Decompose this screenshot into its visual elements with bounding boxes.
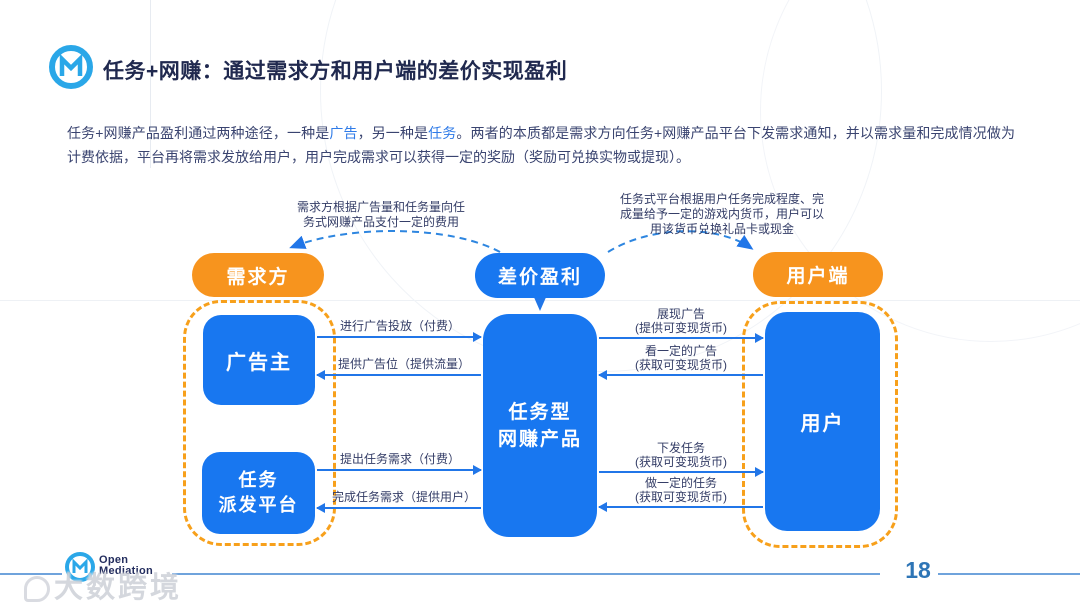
watermark-text: 大数跨境 bbox=[54, 572, 183, 604]
node-user: 用户 bbox=[765, 312, 880, 531]
pill-user-side: 用户端 bbox=[753, 252, 883, 297]
arrow-label-show-ads-main: 展现广告 bbox=[656, 307, 705, 321]
footer-brand-line2: Mediation bbox=[99, 565, 154, 577]
arrow-label-assign-tasks-sub: (获取可变现货币) bbox=[635, 455, 727, 469]
arrowhead-left-icon bbox=[598, 370, 607, 380]
arrow-ad-slot bbox=[316, 370, 481, 380]
arrow-label-watch-ads-sub: (获取可变现货币) bbox=[635, 358, 727, 372]
arrowhead-left-icon bbox=[316, 503, 325, 513]
arrowhead-right-icon bbox=[755, 333, 764, 343]
node-task-earning-product: 任务型 网赚产品 bbox=[483, 314, 597, 537]
footer-rule-center bbox=[172, 573, 880, 575]
arrow-label-show-ads-sub: (提供可变现货币) bbox=[635, 321, 727, 335]
footer-open-mediation-logo-icon bbox=[65, 552, 95, 582]
dashed-arrow-profit-to-demand bbox=[289, 230, 501, 253]
footer-brand-text: Open Mediation bbox=[99, 555, 153, 577]
annotation-left-line1: 需求方根据广告量和任务量向任 bbox=[296, 200, 466, 214]
annotation-right-line2: 成量给予一定的游戏内货币，用户可以 bbox=[619, 207, 825, 221]
arrow-label-task-complete: 完成任务需求（提供用户） bbox=[331, 490, 477, 504]
intro-keyword-ad: 广告 bbox=[329, 125, 358, 141]
footer-brand-line1: Open bbox=[99, 554, 129, 566]
arrow-label-do-tasks-main: 做一定的任务 bbox=[644, 476, 717, 490]
user-side-group bbox=[742, 301, 898, 548]
arrow-label-ad-slot: 提供广告位（提供流量） bbox=[337, 357, 471, 371]
background-guide-hline bbox=[0, 300, 1080, 301]
arrow-label-assign-tasks: 下发任务 (获取可变现货币) bbox=[635, 441, 727, 469]
arrow-task-request bbox=[317, 465, 482, 475]
arrow-do-tasks bbox=[598, 502, 763, 512]
arrow-label-watch-ads: 看一定的广告 (获取可变现货币) bbox=[635, 344, 727, 372]
arrow-label-assign-tasks-main: 下发任务 bbox=[656, 441, 705, 455]
arrow-label-show-ads: 展现广告 (提供可变现货币) bbox=[635, 307, 727, 335]
demand-side-group bbox=[183, 300, 336, 546]
arrow-label-ad-placement: 进行广告投放（付费） bbox=[339, 319, 461, 333]
intro-seg: ，另一种是 bbox=[357, 125, 429, 141]
arrow-show-ads bbox=[599, 333, 764, 343]
node-task-dispatch-platform: 任务 派发平台 bbox=[202, 452, 315, 534]
page-number: 18 bbox=[905, 557, 931, 583]
pill-demand-side: 需求方 bbox=[192, 253, 324, 297]
arrowhead-left-icon bbox=[598, 502, 607, 512]
intro-paragraph: 任务+网赚产品盈利通过两种途径，一种是广告，另一种是任务。两者的本质都是需求方向… bbox=[67, 121, 1015, 169]
footer-rule-left bbox=[0, 573, 62, 575]
arrow-label-watch-ads-main: 看一定的广告 bbox=[644, 344, 717, 358]
annotation-left: 需求方根据广告量和任务量向任 务式网赚产品支付一定的费用 bbox=[297, 200, 465, 230]
annotation-right: 任务式平台根据用户任务完成程度、完 成量给予一定的游戏内货币，用户可以 用该货币… bbox=[620, 192, 824, 237]
node-task-dispatch-line1: 任务 bbox=[238, 470, 279, 490]
page-title: 任务+网赚：通过需求方和用户端的差价实现盈利 bbox=[103, 60, 568, 83]
annotation-left-line2: 务式网赚产品支付一定的费用 bbox=[302, 215, 460, 229]
annotation-right-line3: 用该货币兑换礼品卡或现金 bbox=[649, 222, 795, 236]
watermark: 大数跨境 bbox=[24, 564, 182, 606]
arrowhead-right-icon bbox=[755, 467, 764, 477]
node-task-dispatch-line2: 派发平台 bbox=[218, 495, 299, 515]
pill-price-difference-profit: 差价盈利 bbox=[475, 253, 605, 298]
node-product-line1: 任务型 bbox=[508, 401, 572, 423]
open-mediation-logo-icon bbox=[49, 45, 93, 89]
arrow-watch-ads bbox=[598, 370, 763, 380]
arrow-ad-placement bbox=[317, 332, 482, 342]
footer-rule-right bbox=[938, 573, 1080, 575]
arrow-label-task-request: 提出任务需求（付费） bbox=[339, 452, 461, 466]
arrow-label-do-tasks: 做一定的任务 (获取可变现货币) bbox=[635, 476, 727, 504]
arrow-label-do-tasks-sub: (获取可变现货币) bbox=[635, 490, 727, 504]
node-product-line2: 网赚产品 bbox=[497, 428, 582, 450]
annotation-right-line1: 任务式平台根据用户任务完成程度、完 bbox=[619, 192, 825, 206]
arrow-task-complete bbox=[316, 503, 481, 513]
node-advertiser: 广告主 bbox=[203, 315, 315, 405]
arrowhead-right-icon bbox=[473, 465, 482, 475]
intro-seg: 。两者的本质都是需求方向任务+网赚产品平台下发需求通知，并以需求量和完成情况做为… bbox=[67, 125, 1016, 165]
arrow-assign-tasks bbox=[599, 467, 764, 477]
intro-keyword-task: 任务 bbox=[428, 125, 457, 141]
arrowhead-left-icon bbox=[316, 370, 325, 380]
arrowhead-right-icon bbox=[473, 332, 482, 342]
intro-seg: 任务+网赚产品盈利通过两种途径，一种是 bbox=[67, 125, 330, 141]
watermark-icon bbox=[24, 576, 50, 603]
